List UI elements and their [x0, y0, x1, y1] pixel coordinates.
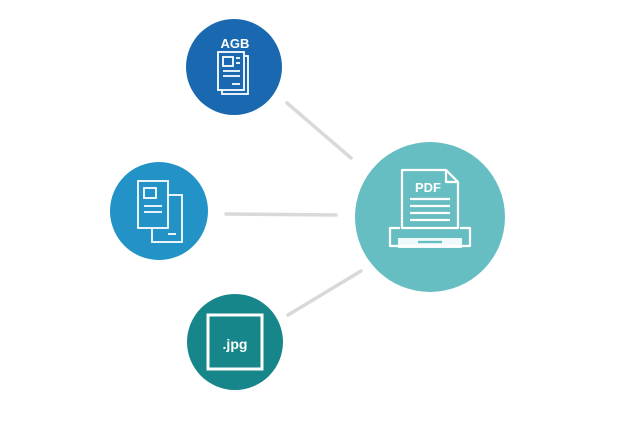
jpg-node: .jpg	[187, 294, 283, 390]
documents-icon	[137, 180, 183, 243]
document-stack-icon	[217, 51, 249, 95]
connectors	[224, 101, 363, 317]
printer-icon	[388, 168, 472, 248]
image-file-icon	[206, 313, 264, 371]
docs-node	[110, 162, 208, 260]
jpg-circle	[187, 294, 283, 390]
printer-label: PDF	[415, 180, 441, 195]
agb-label: AGB	[221, 36, 250, 51]
connector-agb-printer	[285, 101, 353, 160]
connector-docs-printer	[224, 212, 338, 217]
jpg-label: .jpg	[223, 336, 248, 352]
connector-jpg-printer	[286, 269, 363, 317]
printer-node: PDF	[355, 142, 505, 292]
agb-node: AGB	[186, 19, 282, 115]
